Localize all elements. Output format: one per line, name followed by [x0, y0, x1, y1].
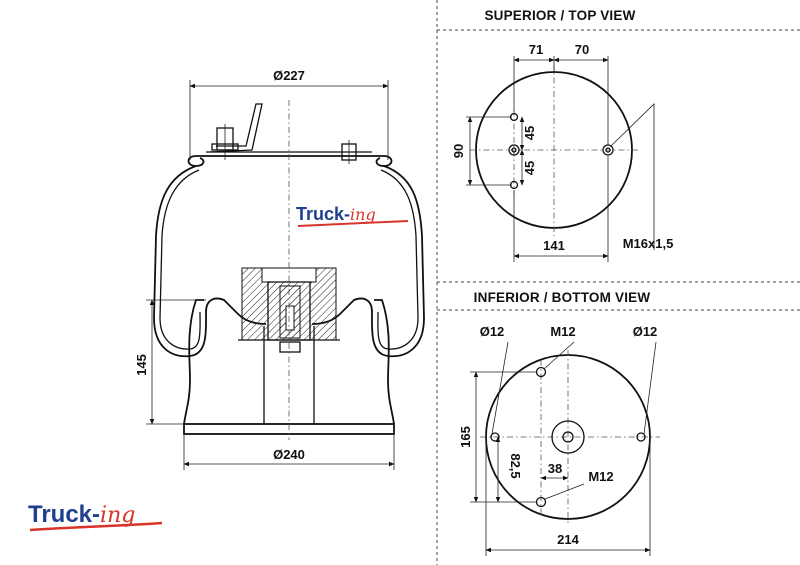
- bellows: [153, 165, 425, 358]
- hole-right-label: Ø12: [633, 324, 658, 339]
- center-hole: [508, 144, 520, 156]
- top-view: SUPERIOR / TOP VIEW 71 70 90 45 45: [451, 8, 673, 262]
- dim-214: 214: [557, 532, 579, 547]
- dim-70: 70: [575, 42, 589, 57]
- top-view-title: SUPERIOR / TOP VIEW: [484, 8, 635, 23]
- view-separators: [436, 0, 800, 565]
- dim-45-upper: 45: [522, 126, 537, 140]
- top-diameter-label: Ø227: [273, 68, 305, 83]
- side-view: Ø227: [134, 68, 425, 470]
- hole-left-label: Ø12: [480, 324, 505, 339]
- dimension-bottom-diameter: Ø240: [183, 434, 395, 470]
- dim-38: 38: [548, 461, 562, 476]
- thread-label: M16x1,5: [623, 236, 674, 251]
- inner-brand-logo: Truck-ing: [296, 204, 409, 227]
- dim-82-5: 82,5: [508, 453, 523, 478]
- brand-logo: Truck-ing: [28, 501, 163, 532]
- lower-bolt: [535, 496, 547, 508]
- upper-bolt: [535, 366, 547, 378]
- dimension-height: 145: [134, 299, 206, 425]
- dim-141: 141: [543, 238, 565, 253]
- bolt-top-label: M12: [550, 324, 575, 339]
- svg-text:Truck-ing: Truck-ing: [296, 204, 376, 224]
- bottom-diameter-label: Ø240: [273, 447, 305, 462]
- bolt-bottom-label: M12: [588, 469, 613, 484]
- center-boss: [551, 420, 585, 454]
- dim-165: 165: [458, 426, 473, 448]
- dim-90: 90: [451, 144, 466, 158]
- dimension-top-diameter: Ø227: [189, 68, 389, 160]
- dim-45-lower: 45: [522, 161, 537, 175]
- dim-71: 71: [529, 42, 543, 57]
- bottom-view: INFERIOR / BOTTOM VIEW Ø12 M12 Ø12 165 8…: [458, 290, 660, 556]
- height-label: 145: [134, 354, 149, 376]
- svg-text:Truck-ing: Truck-ing: [28, 501, 135, 528]
- top-plate: [187, 103, 393, 167]
- right-hole: [636, 432, 646, 442]
- bottom-view-title: INFERIOR / BOTTOM VIEW: [474, 290, 651, 305]
